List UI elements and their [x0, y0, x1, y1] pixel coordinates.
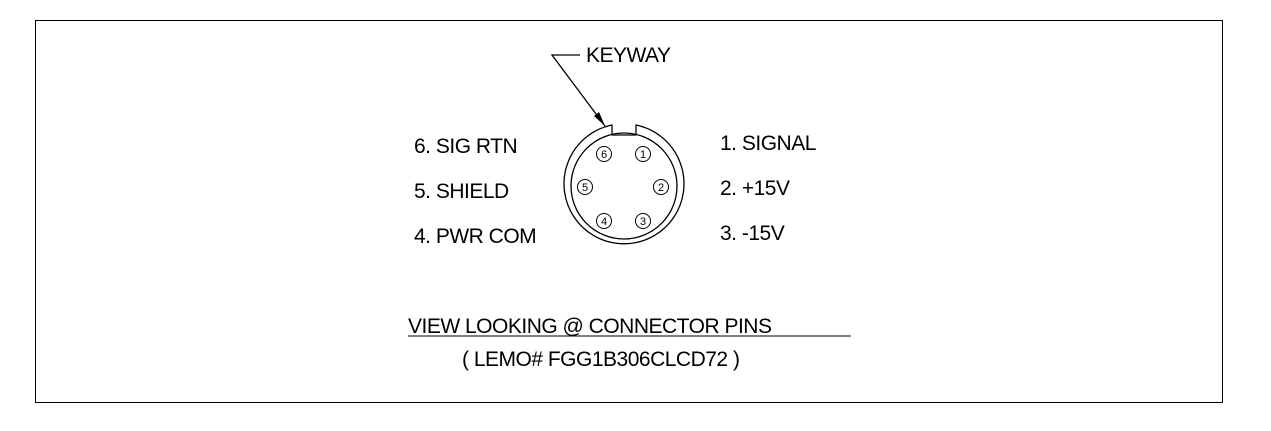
pin-3: 3: [635, 213, 651, 229]
diagram-frame: [35, 20, 1223, 403]
pin-label-minus-15v: 3. -15V: [720, 222, 785, 245]
pin-label-shield: 5. SHIELD: [414, 180, 509, 203]
pin-3-number: 3: [640, 216, 646, 228]
pin-4: 4: [596, 213, 612, 229]
keyway-leader-line: [550, 54, 606, 127]
connector-outline: [563, 124, 685, 245]
pin-6-number: 6: [601, 149, 607, 161]
pin-label-plus-15v: 2. +15V: [720, 177, 790, 200]
connector-inner-ring: [570, 132, 678, 240]
pin-label-signal: 1. SIGNAL: [720, 132, 816, 155]
pin-6: 6: [596, 146, 612, 162]
pin-2-number: 2: [658, 182, 664, 194]
view-caption: VIEW LOOKING @ CONNECTOR PINS: [408, 315, 772, 338]
pin-label-pwr-com: 4. PWR COM: [414, 225, 537, 248]
keyway-arrowhead: [594, 112, 605, 126]
pin-2: 2: [653, 179, 669, 195]
pin-label-sig-rtn: 6. SIG RTN: [414, 135, 518, 158]
pin-4-number: 4: [601, 216, 607, 228]
pin-5-number: 5: [582, 182, 588, 194]
pin-1: 1: [635, 146, 651, 162]
pin-1-number: 1: [640, 149, 646, 161]
pin-5: 5: [577, 179, 593, 195]
keyway-label: KEYWAY: [586, 44, 671, 67]
part-number: ( LEMO# FGG1B306CLCD72 ): [462, 348, 740, 371]
